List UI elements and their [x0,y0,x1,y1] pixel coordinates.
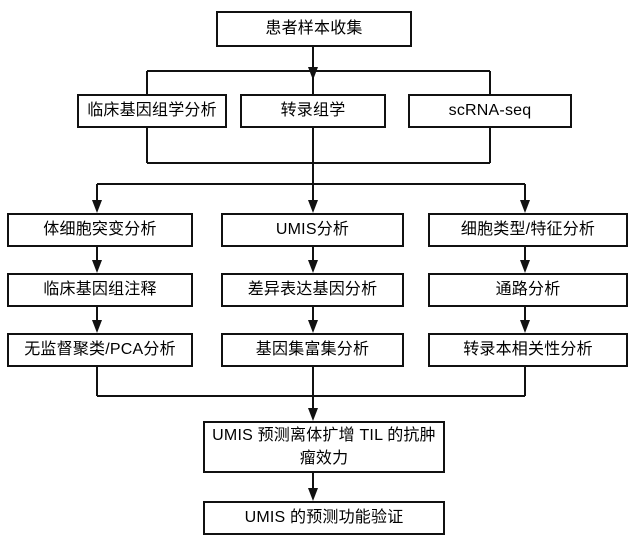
node-gene-set-enrichment-analysis[interactable]: 基因集富集分析 [221,333,404,367]
node-differential-expression-analysis[interactable]: 差异表达基因分析 [221,273,404,307]
node-patient-sample-collection[interactable]: 患者样本收集 [216,11,412,47]
node-clinical-genome-annotation[interactable]: 临床基因组注释 [7,273,193,307]
node-umis-predicts-til-antitumor-potency[interactable]: UMIS 预测离体扩增 TIL 的抗肿 瘤效力 [203,421,445,473]
node-somatic-mutation-analysis[interactable]: 体细胞突变分析 [7,213,193,247]
node-pathway-analysis[interactable]: 通路分析 [428,273,628,307]
edge-row5-to-n6 [96,367,526,421]
node-transcript-correlation-analysis[interactable]: 转录本相关性分析 [428,333,628,367]
node-unsupervised-clustering-pca[interactable]: 无监督聚类/PCA分析 [7,333,193,367]
edge-row3-to-row4 [92,247,530,273]
node-cell-type-feature-analysis[interactable]: 细胞类型/特征分析 [428,213,628,247]
edge-n1-to-row2 [146,47,491,94]
node-umis-analysis[interactable]: UMIS分析 [221,213,404,247]
node-transcriptomics[interactable]: 转录组学 [240,94,386,128]
node-umis-predictive-function-validation[interactable]: UMIS 的预测功能验证 [203,501,445,535]
edge-row2-to-row3 [92,128,530,213]
edge-n6-to-n7 [308,473,318,501]
edge-row4-to-row5 [92,307,530,333]
node-scrna-seq[interactable]: scRNA-seq [408,94,572,128]
node-clinical-genomics-analysis[interactable]: 临床基因组学分析 [77,94,227,128]
